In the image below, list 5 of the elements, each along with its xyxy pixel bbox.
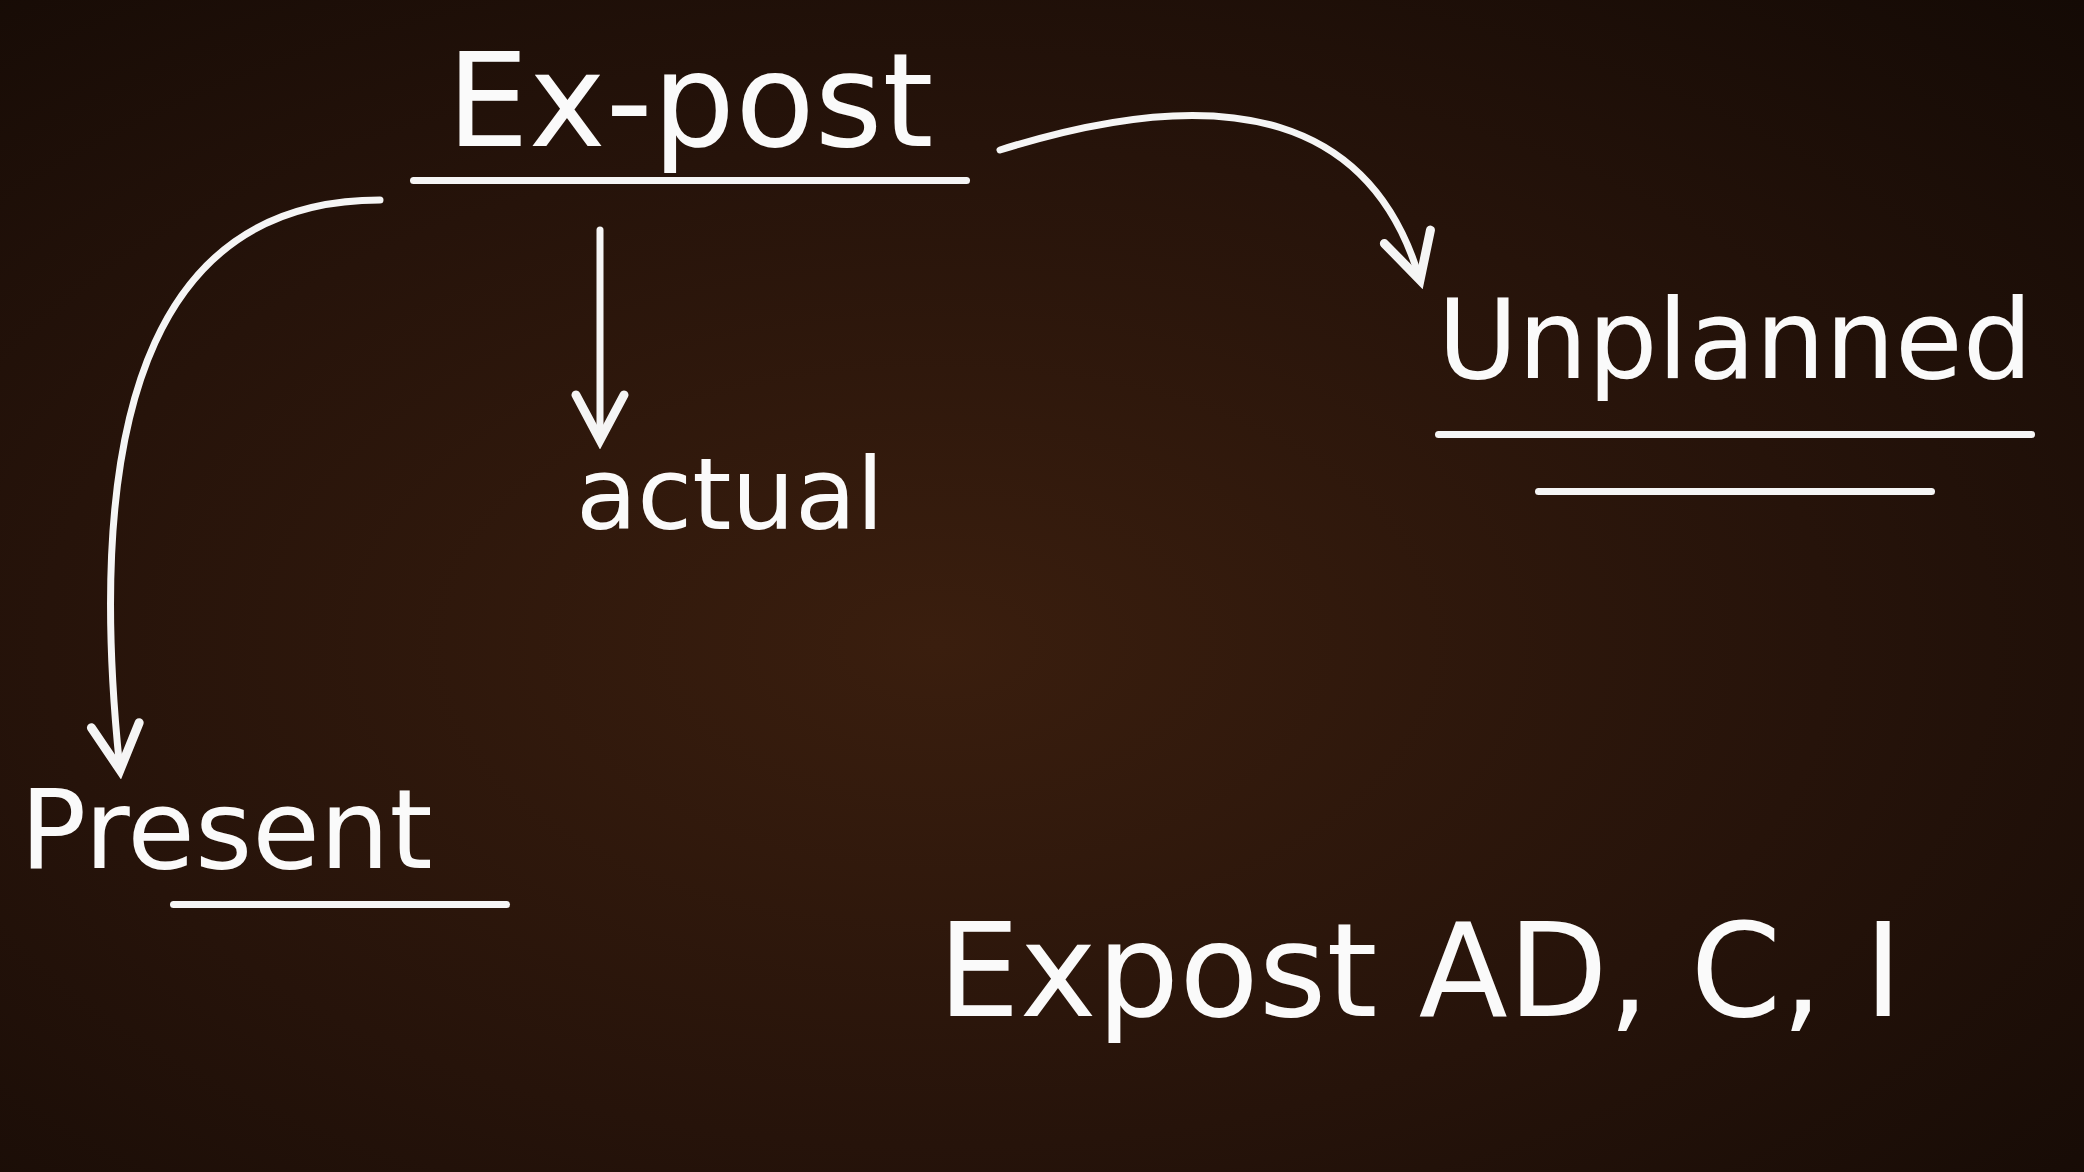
handwritten-word: Ex-post bbox=[446, 30, 934, 173]
handwritten-word: actual bbox=[576, 440, 884, 550]
handwritten-word: Unplanned bbox=[1437, 280, 2033, 401]
handwritten-word: Present bbox=[20, 770, 433, 891]
handwritten-word: Expost AD, C, I bbox=[937, 900, 1903, 1043]
